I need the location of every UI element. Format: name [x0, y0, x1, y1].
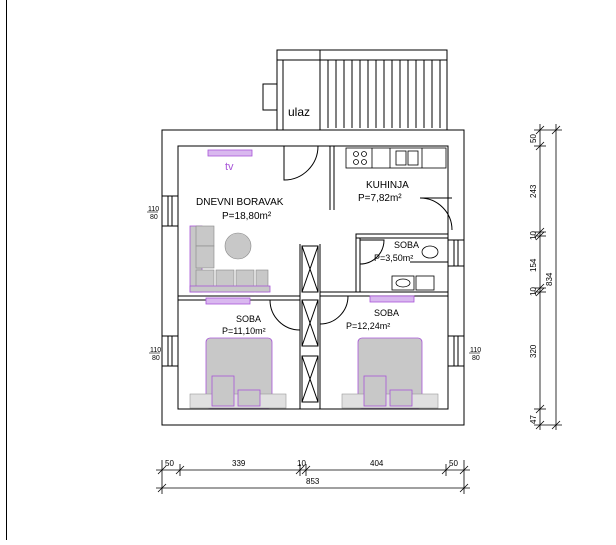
dim-h-4: 50 [449, 459, 458, 468]
window-label-left-upper-top: 110 [148, 206, 159, 213]
dim-v-total: 834 [545, 272, 554, 286]
bath-name: SOBA [394, 240, 419, 250]
window-label-right-lower-bottom: 80 [472, 355, 480, 362]
dim-h-2: 10 [297, 459, 306, 468]
bedroom2-name: SOBA [374, 308, 399, 318]
dim-v-4: 10 [529, 287, 538, 296]
entrance-label: ulaz [288, 105, 310, 119]
vertical-dimension [534, 124, 562, 430]
kitchen-name: KUHINJA [366, 180, 409, 191]
living-room-name: DNEVNI BORAVAK [196, 197, 284, 208]
entrance-door [283, 145, 319, 181]
window-label-left-lower-top: 110 [150, 347, 161, 354]
living-room-area: P=18,80m² [222, 211, 272, 222]
corridor-shafts [301, 245, 319, 403]
kitchen-side-door [419, 197, 453, 231]
bedroom1-name: SOBA [236, 314, 261, 324]
bathroom-fixtures [391, 245, 439, 291]
bedroom1-furniture [189, 297, 287, 409]
bath-area: P=3,50m² [374, 253, 413, 263]
tv-label: tv [225, 161, 234, 173]
dim-h-1: 339 [232, 459, 246, 468]
bedroom2-area: P=12,24m² [346, 321, 390, 331]
window-label-left-upper-bottom: 80 [150, 214, 158, 221]
dim-v-1: 243 [529, 184, 538, 198]
bedroom2-door [319, 295, 349, 325]
washing-machine-icon [415, 275, 435, 291]
dim-v-2: 10 [529, 231, 538, 240]
dim-v-6: 47 [529, 415, 538, 424]
dim-v-5: 320 [529, 344, 538, 358]
coffee-table [224, 232, 252, 260]
dim-v-3: 154 [529, 258, 538, 272]
staircase [327, 60, 441, 128]
doors [269, 145, 453, 331]
wardrobe [369, 295, 415, 303]
window-label-left-lower-bottom: 80 [152, 355, 160, 362]
dim-v-0: 50 [529, 134, 538, 143]
stove-burner-icon [353, 151, 359, 157]
page-border [6, 0, 7, 540]
toilet-icon [421, 245, 439, 259]
wardrobe [205, 297, 251, 305]
dim-h-0: 50 [165, 459, 174, 468]
dim-h-total: 853 [306, 477, 320, 486]
dim-h-3: 404 [370, 459, 384, 468]
tv-unit [207, 149, 253, 157]
kitchen-area: P=7,82m² [358, 193, 402, 204]
horizontal-dimension [156, 460, 470, 494]
sink-icon [395, 150, 407, 166]
bedroom1-area: P=11,10m² [222, 326, 266, 336]
kitchen-counter [345, 147, 447, 169]
bedroom2-furniture [341, 295, 439, 409]
windows [161, 195, 465, 367]
living-furniture [189, 149, 271, 293]
bedroom1-door [269, 299, 301, 331]
washbasin-icon [391, 275, 415, 291]
bath-door [359, 239, 385, 265]
window-label-right-lower-top: 110 [470, 347, 481, 354]
